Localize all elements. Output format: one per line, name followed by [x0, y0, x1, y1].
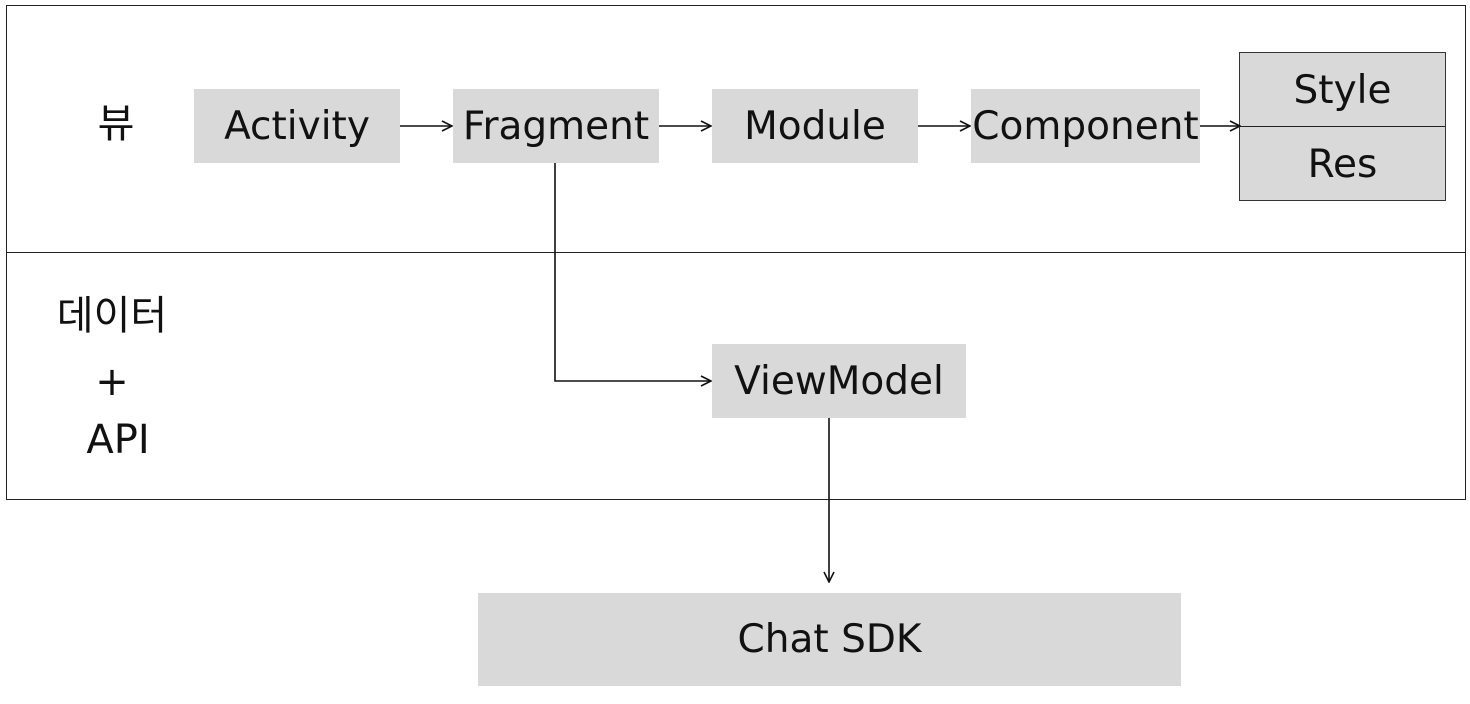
- module-node-label: Module: [744, 103, 886, 149]
- activity-node-label: Activity: [224, 103, 370, 149]
- chat-sdk-node: Chat SDK: [478, 593, 1181, 686]
- component-node-label: Component: [972, 103, 1199, 149]
- res-node-label: Res: [1307, 141, 1378, 187]
- data-api-lane: [6, 252, 1466, 500]
- data-lane-label-line2: +: [95, 359, 129, 405]
- viewmodel-node-label: ViewModel: [734, 358, 944, 404]
- activity-node: Activity: [194, 89, 400, 163]
- data-lane-label-line1: 데이터: [56, 293, 168, 339]
- component-node: Component: [971, 89, 1200, 163]
- viewmodel-node: ViewModel: [712, 344, 966, 418]
- style-res-divider: [1240, 126, 1445, 127]
- view-lane-label: 뷰: [97, 101, 135, 147]
- edge-fragment-to-viewmodel: [554, 163, 711, 381]
- fragment-node: Fragment: [453, 89, 659, 163]
- module-node: Module: [712, 89, 918, 163]
- style-node-label: Style: [1293, 67, 1392, 113]
- data-lane-label-line3: API: [86, 417, 150, 463]
- style-node: Style: [1240, 53, 1445, 127]
- fragment-node-label: Fragment: [462, 103, 650, 149]
- style-res-node: Style Res: [1239, 52, 1446, 201]
- chat-sdk-node-label: Chat SDK: [737, 617, 922, 662]
- res-node: Res: [1240, 127, 1445, 201]
